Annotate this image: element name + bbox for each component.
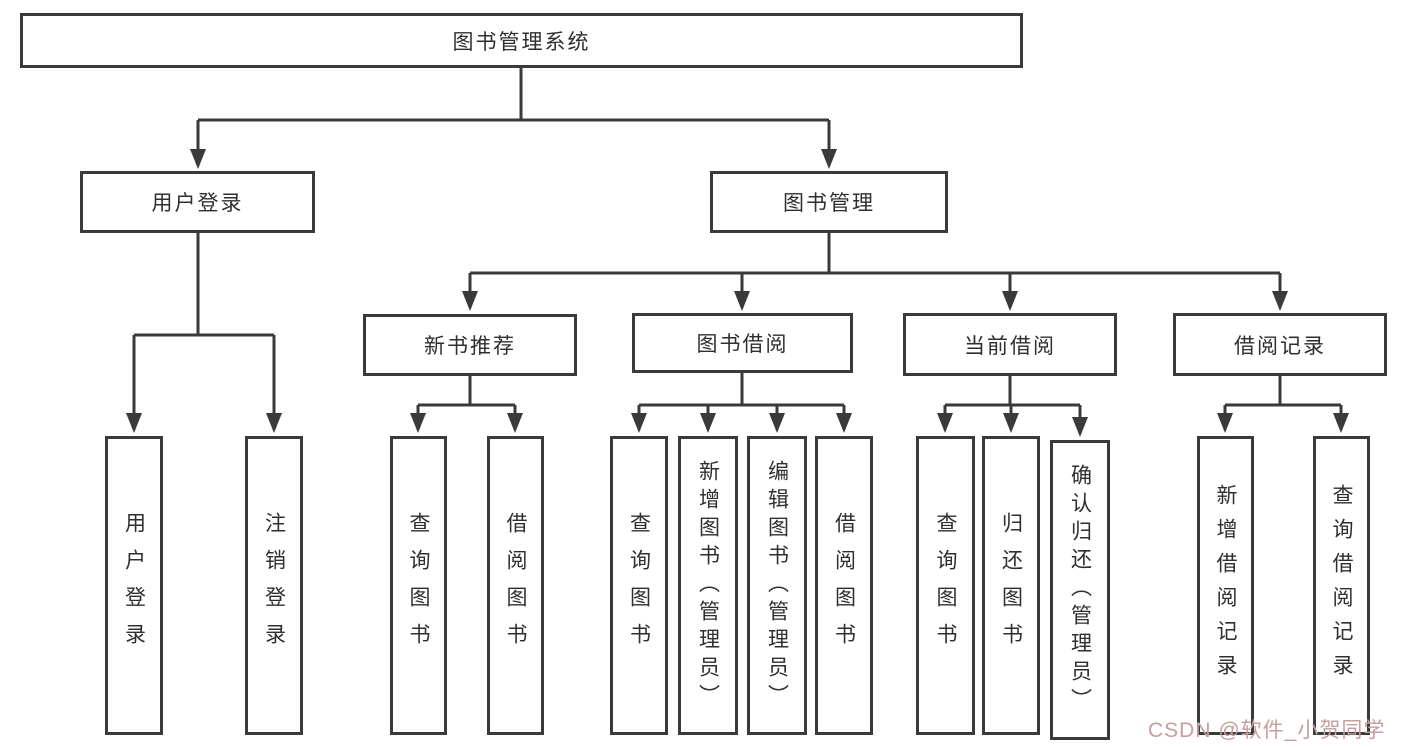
node-new-book-recommend-label: 新书推荐: [424, 335, 516, 358]
node-book-management-label: 图书管理: [783, 192, 875, 215]
node-book-borrow: 图书借阅: [632, 313, 853, 373]
leaf-current-query-book-label: 查询图书: [934, 511, 957, 660]
node-current-borrow-label: 当前借阅: [964, 334, 1056, 358]
node-borrow-record: 借阅记录: [1173, 313, 1387, 376]
leaf-borrow-borrow-book-label: 借阅图书: [832, 511, 856, 660]
leaf-record-add-record: 新增借阅记录: [1197, 436, 1254, 735]
watermark: CSDN @软件_小贺同学: [1148, 719, 1386, 742]
leaf-borrow-add-book: 新增图书（管理员）: [678, 436, 738, 735]
leaf-newrec-query-book: 查询图书: [390, 436, 447, 735]
leaf-current-confirm-return-label: 确认归还（管理员）: [1068, 464, 1092, 716]
leaf-current-return-book: 归还图书: [982, 436, 1040, 735]
node-new-book-recommend: 新书推荐: [363, 314, 577, 376]
node-root-label: 图书管理系统: [452, 30, 591, 54]
node-book-borrow-label: 图书借阅: [696, 333, 789, 356]
leaf-current-confirm-return: 确认归还（管理员）: [1050, 440, 1110, 740]
node-user-login: 用户登录: [80, 171, 315, 233]
leaf-current-return-book-label: 归还图书: [999, 511, 1023, 660]
leaf-current-query-book: 查询图书: [916, 436, 975, 735]
leaf-record-add-record-label: 新增借阅记录: [1214, 483, 1237, 688]
leaf-borrow-query-book-label: 查询图书: [627, 511, 651, 660]
leaf-logout-label: 注销登录: [262, 511, 286, 660]
node-book-management: 图书管理: [710, 171, 948, 233]
leaf-logout: 注销登录: [245, 436, 303, 735]
leaf-newrec-borrow-book: 借阅图书: [487, 436, 544, 735]
node-borrow-record-label: 借阅记录: [1234, 334, 1326, 358]
leaf-record-query-record: 查询借阅记录: [1313, 436, 1370, 735]
leaf-borrow-query-book: 查询图书: [610, 436, 668, 735]
leaf-record-query-record-label: 查询借阅记录: [1330, 483, 1353, 688]
leaf-borrow-edit-book-label: 编辑图书（管理员）: [765, 459, 789, 712]
leaf-borrow-add-book-label: 新增图书（管理员）: [696, 459, 720, 712]
leaf-newrec-query-book-label: 查询图书: [407, 511, 430, 660]
leaf-borrow-borrow-book: 借阅图书: [815, 436, 873, 735]
leaf-borrow-edit-book: 编辑图书（管理员）: [747, 436, 807, 735]
node-user-login-label: 用户登录: [151, 192, 244, 215]
leaf-user-login-label: 用户登录: [122, 511, 146, 660]
node-current-borrow: 当前借阅: [903, 313, 1117, 376]
node-root: 图书管理系统: [20, 13, 1023, 68]
leaf-user-login: 用户登录: [105, 436, 163, 735]
leaf-newrec-borrow-book-label: 借阅图书: [504, 511, 527, 660]
